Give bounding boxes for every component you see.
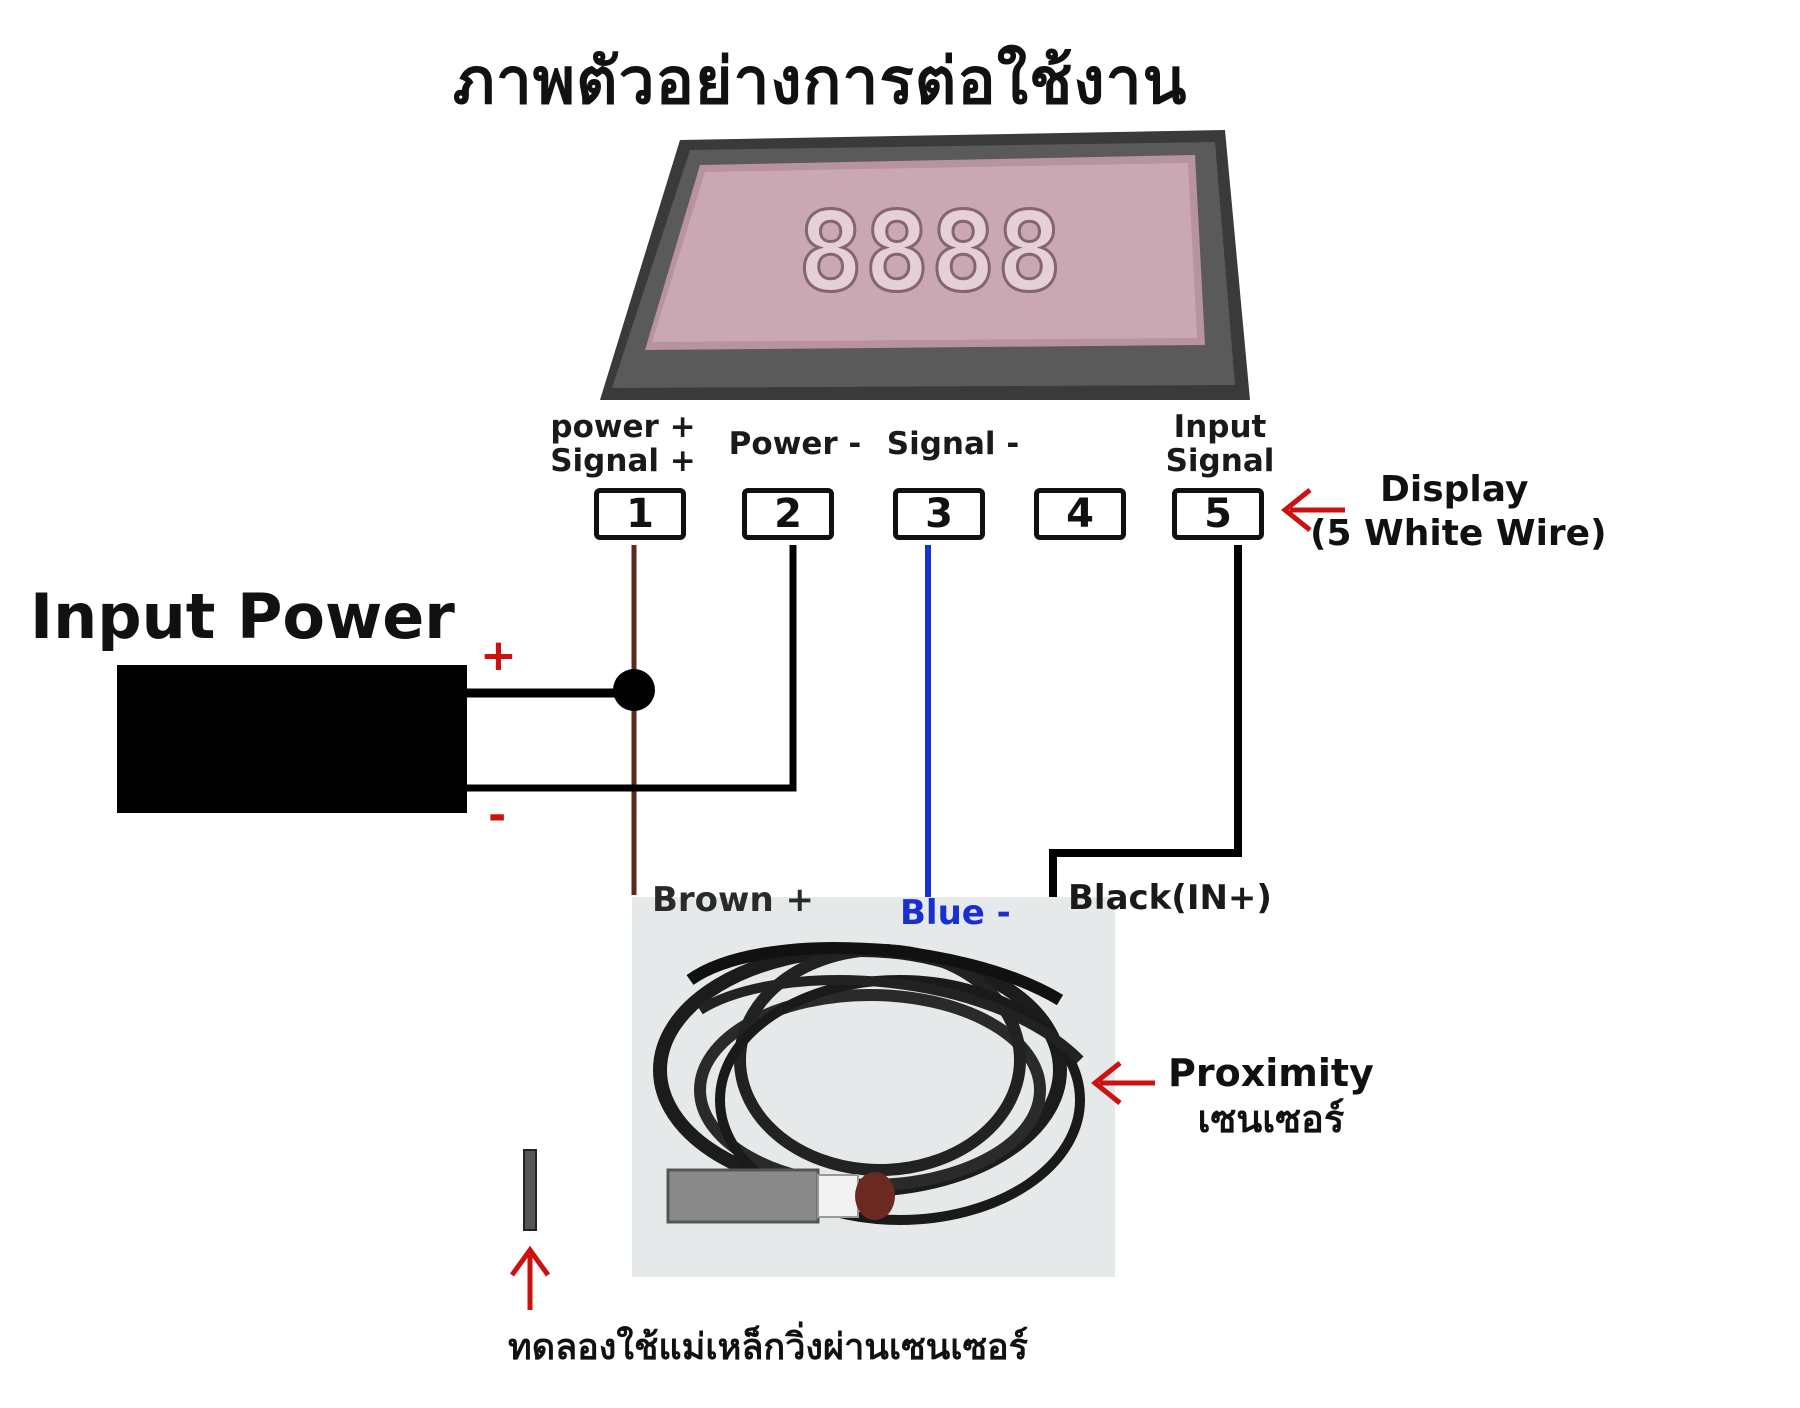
pin-5-terminal: 5 [1172, 488, 1264, 540]
display-meter: 8888 [600, 130, 1250, 400]
pin-2-label: Power - [728, 426, 862, 462]
junction-dot [613, 669, 655, 711]
black-wire-label: Black(IN+) [1068, 878, 1272, 918]
pin-5-label-line2: Signal [1165, 443, 1275, 479]
brown-wire-label: Brown + [652, 880, 814, 920]
proximity-sensor-photo [632, 897, 1115, 1277]
proximity-label-line2: เซนเซอร์ [1197, 1097, 1345, 1141]
pin-3-label: Signal - [886, 426, 1020, 462]
proximity-label: Proximity เซนเซอร์ [1168, 1050, 1374, 1142]
proximity-arrow [1090, 1061, 1155, 1105]
input-power-label: Input Power [30, 580, 455, 653]
pin-1-label: power + Signal + [538, 410, 708, 478]
pin-5-label-line1: Input [1173, 409, 1267, 445]
pin-3-terminal: 3 [893, 488, 985, 540]
display-note-line1: Display [1380, 469, 1529, 510]
pin-2-terminal: 2 [742, 488, 834, 540]
power-minus-wire [467, 545, 797, 792]
test-caption: ทดลองใช้แม่เหล็กวิ่งผ่านเซนเซอร์ [508, 1327, 1028, 1368]
blue-wire-label: Blue - [900, 893, 1011, 933]
proximity-label-line1: Proximity [1168, 1051, 1374, 1095]
magnet-arrow [509, 1245, 551, 1310]
minus-sign: - [488, 790, 507, 841]
power-supply-block [117, 665, 467, 813]
pin-4-terminal: 4 [1034, 488, 1126, 540]
pin-1-label-line2: Signal + [550, 443, 696, 479]
display-reading: 8888 [798, 188, 1063, 316]
magnet-bar [523, 1149, 537, 1231]
display-arrow [1280, 488, 1345, 532]
display-note-line2: (5 White Wire) [1310, 513, 1607, 554]
pin-1-terminal: 1 [594, 488, 686, 540]
plus-sign: + [480, 630, 517, 681]
pin-5-label: Input Signal [1140, 410, 1300, 478]
display-note: Display (5 White Wire) [1310, 468, 1607, 556]
pin-1-label-line1: power + [550, 409, 696, 445]
black-wire [1049, 545, 1242, 900]
page-title: ภาพตัวอย่างการต่อใช้งาน [452, 45, 1188, 119]
